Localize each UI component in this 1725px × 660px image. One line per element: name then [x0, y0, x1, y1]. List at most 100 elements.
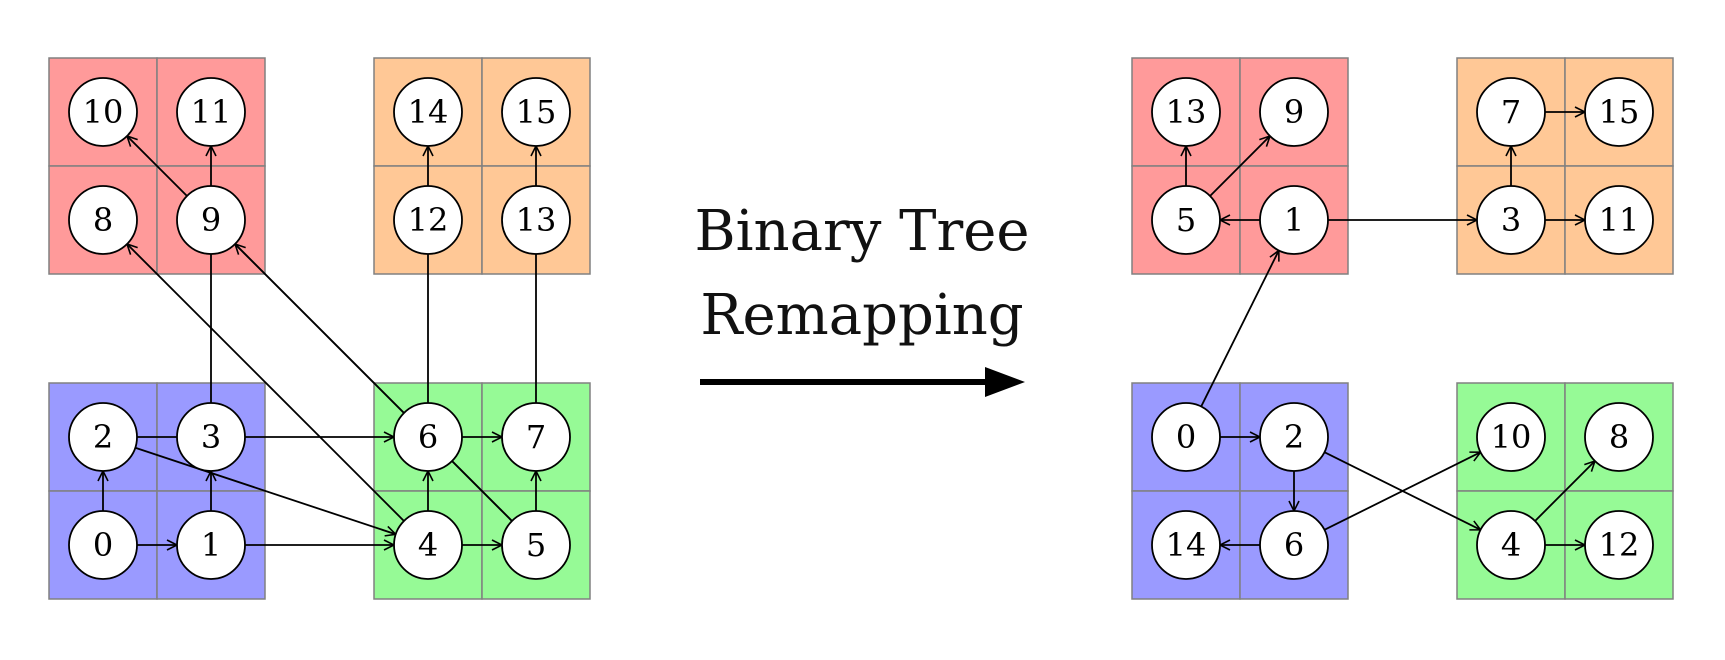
node-label: 6: [418, 418, 438, 456]
node-10: 10: [68, 77, 138, 147]
node-14: 14: [1151, 510, 1221, 580]
node-13: 13: [1151, 77, 1221, 147]
node-circle: [176, 185, 246, 255]
node-circle: [1584, 77, 1654, 147]
node-6: 6: [393, 402, 463, 472]
edge-4-to-8: [127, 244, 405, 522]
node-label: 11: [191, 93, 232, 131]
node-label: 3: [1501, 201, 1521, 239]
node-11: 11: [176, 77, 246, 147]
node-circle: [68, 185, 138, 255]
node-label: 3: [201, 418, 221, 456]
node-label: 2: [93, 418, 113, 456]
node-label: 9: [1284, 93, 1304, 131]
node-circle: [176, 402, 246, 472]
node-5: 5: [1151, 185, 1221, 255]
node-circle: [1151, 510, 1221, 580]
node-circle: [1151, 77, 1221, 147]
node-circle: [1476, 402, 1546, 472]
node-circle: [1151, 402, 1221, 472]
remapping-arrow: [700, 367, 1025, 397]
node-7: 7: [501, 402, 571, 472]
node-label: 5: [526, 526, 546, 564]
edge-5-to-9: [1209, 136, 1270, 197]
node-circle: [1259, 185, 1329, 255]
node-4: 4: [393, 510, 463, 580]
node-label: 8: [93, 201, 113, 239]
node-2: 2: [68, 402, 138, 472]
node-circle: [68, 402, 138, 472]
node-circle: [501, 402, 571, 472]
node-circle: [68, 510, 138, 580]
node-9: 9: [176, 185, 246, 255]
arrow-head-icon: [985, 367, 1025, 397]
node-circle: [1259, 402, 1329, 472]
node-circle: [1584, 185, 1654, 255]
node-circle: [393, 77, 463, 147]
node-2: 2: [1259, 402, 1329, 472]
node-3: 3: [176, 402, 246, 472]
node-15: 15: [501, 77, 571, 147]
node-label: 8: [1609, 418, 1629, 456]
node-10: 10: [1476, 402, 1546, 472]
node-11: 11: [1584, 185, 1654, 255]
node-circle: [1584, 510, 1654, 580]
node-circle: [1476, 510, 1546, 580]
node-circle: [501, 185, 571, 255]
node-label: 5: [1176, 201, 1196, 239]
node-circle: [1476, 185, 1546, 255]
node-label: 11: [1599, 201, 1640, 239]
edge-4-to-8: [1534, 461, 1595, 522]
node-label: 7: [1501, 93, 1521, 131]
remapped-nodes: 13 9 5 1 7 15 3 11 0 2 14 6 10 8 4 12: [1151, 77, 1654, 580]
node-label: 7: [526, 418, 546, 456]
node-8: 8: [1584, 402, 1654, 472]
original-nodes: 10 11 8 9 14 15 12 13 2 3 0 1 6 7 4 5: [68, 77, 571, 580]
node-label: 12: [1599, 526, 1640, 564]
node-circle: [393, 402, 463, 472]
node-label: 1: [1284, 201, 1304, 239]
node-circle: [1476, 77, 1546, 147]
node-circle: [1584, 402, 1654, 472]
title-line-1: Binary Tree: [694, 199, 1029, 264]
remapped-grid: [1131, 57, 1674, 600]
node-label: 9: [201, 201, 221, 239]
node-circle: [393, 185, 463, 255]
node-label: 2: [1284, 418, 1304, 456]
node-circle: [393, 510, 463, 580]
node-circle: [1151, 185, 1221, 255]
node-circle: [176, 510, 246, 580]
node-label: 1: [201, 526, 221, 564]
node-label: 10: [83, 93, 124, 131]
node-label: 4: [418, 526, 438, 564]
node-4: 4: [1476, 510, 1546, 580]
node-5: 5: [501, 510, 571, 580]
node-label: 14: [1166, 526, 1207, 564]
node-label: 13: [1166, 93, 1207, 131]
node-label: 12: [408, 201, 449, 239]
node-label: 0: [1176, 418, 1196, 456]
node-label: 13: [516, 201, 557, 239]
node-circle: [1259, 510, 1329, 580]
node-circle: [176, 77, 246, 147]
node-13: 13: [501, 185, 571, 255]
node-label: 10: [1491, 418, 1532, 456]
node-14: 14: [393, 77, 463, 147]
node-6: 6: [1259, 510, 1329, 580]
node-label: 4: [1501, 526, 1521, 564]
edge-6-to-10: [1324, 452, 1480, 531]
node-label: 15: [1599, 93, 1640, 131]
node-circle: [501, 77, 571, 147]
node-circle: [501, 510, 571, 580]
node-label: 0: [93, 526, 113, 564]
title-line-2: Remapping: [700, 283, 1023, 348]
node-circle: [68, 77, 138, 147]
node-7: 7: [1476, 77, 1546, 147]
node-3: 3: [1476, 185, 1546, 255]
edge-0-to-1: [1200, 250, 1279, 407]
node-12: 12: [1584, 510, 1654, 580]
node-label: 15: [516, 93, 557, 131]
edge-2-to-4: [134, 446, 395, 535]
node-8: 8: [68, 185, 138, 255]
